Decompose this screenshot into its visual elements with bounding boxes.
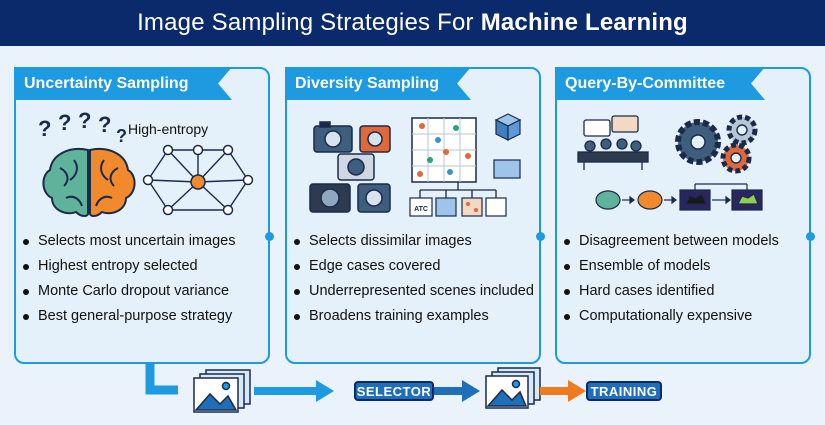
list-item: Computationally expensive: [563, 308, 807, 325]
tab-uncertainty-sampling: Uncertainty Sampling: [14, 67, 232, 100]
tab-diversity-sampling: Diversity Sampling: [285, 67, 471, 100]
gears-icon: [675, 114, 758, 174]
svg-text:?: ?: [38, 116, 51, 141]
panel-connector-dot: [265, 232, 274, 241]
tab-query-by-committee: Query-By-Committee: [555, 67, 765, 100]
panel-connector-dot: [536, 232, 545, 241]
list-item: Broadens training examples: [293, 308, 537, 325]
list-item: Best general-purpose strategy: [22, 308, 266, 325]
tree-icon: [419, 182, 497, 198]
title-regular: Image Sampling Strategies For: [137, 9, 474, 36]
panel-title: Query-By-Committee: [565, 74, 726, 92]
training-badge: TRAINING: [586, 381, 662, 401]
brain-to-model-icon: [595, 183, 763, 211]
list-item: Hard cases identified: [563, 283, 807, 300]
cube-icon: [493, 113, 522, 179]
list-item: Disagreement between models: [563, 233, 807, 250]
committee-illustration: [577, 114, 763, 211]
uncertainty-illustration: ????? High-entropy: [38, 110, 254, 217]
flow-diagram: [145, 364, 586, 413]
selector-badge: SELECTOR: [354, 381, 434, 401]
panel-uncertainty: [14, 67, 274, 364]
page-header: Image Sampling Strategies For Machine Le…: [0, 0, 825, 46]
selector-label: SELECTOR: [356, 383, 432, 399]
list-item: Highest entropy selected: [22, 258, 266, 275]
camera-icon: [309, 121, 391, 213]
flow-connector: [145, 364, 178, 395]
title-bold: Machine Learning: [480, 9, 688, 36]
committee-icon: [577, 115, 649, 170]
question-mark-icon: ?????: [38, 110, 127, 146]
svg-text:?: ?: [78, 110, 91, 133]
list-item: Monte Carlo dropout variance: [22, 283, 266, 300]
list-item: Selects most uncertain images: [22, 233, 266, 250]
svg-text:?: ?: [58, 110, 71, 135]
arrow-right-icon: [254, 380, 334, 402]
atc-label: ATC: [414, 206, 428, 213]
svg-text:?: ?: [98, 112, 111, 137]
committee-bullets: Disagreement between models Ensemble of …: [563, 233, 807, 333]
list-item: Selects dissimilar images: [293, 233, 537, 250]
uncertainty-bullets: Selects most uncertain images Highest en…: [22, 233, 266, 333]
arrow-right-icon: [540, 380, 586, 402]
panel-title: Diversity Sampling: [295, 74, 440, 92]
diversity-illustration: ATC: [309, 113, 522, 217]
training-label: TRAINING: [590, 383, 658, 399]
list-item: Underrepresented scenes included: [293, 283, 537, 300]
list-item: Edge cases covered: [293, 258, 537, 275]
svg-text:?: ?: [116, 126, 127, 146]
scatter-grid-icon: [411, 117, 477, 183]
image-stack-icon: [193, 369, 251, 413]
image-stack-icon: [485, 367, 541, 409]
panel-title: Uncertainty Sampling: [24, 74, 189, 92]
diversity-bullets: Selects dissimilar images Edge cases cov…: [293, 233, 537, 333]
brain-icon: [42, 148, 136, 217]
high-entropy-label: High-entropy: [128, 121, 208, 137]
list-item: Ensemble of models: [563, 258, 807, 275]
panel-committee: [555, 67, 815, 364]
arrow-right-icon: [434, 380, 480, 402]
panel-connector-dot: [806, 232, 815, 241]
